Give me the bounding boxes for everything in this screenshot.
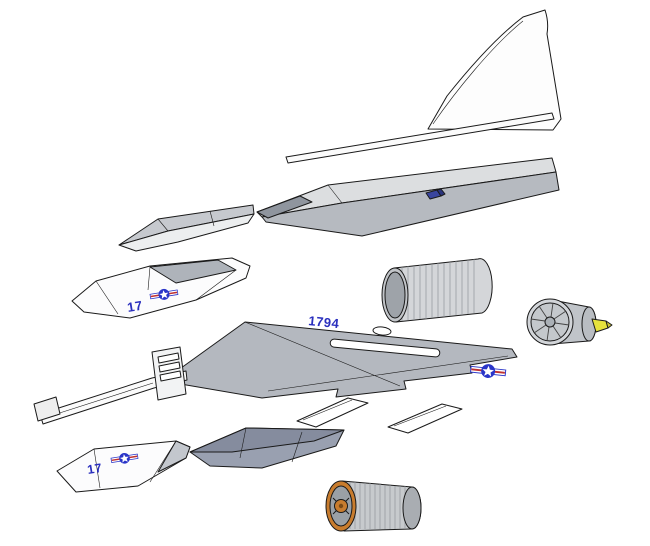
tail-boom-assembly [33,346,188,425]
spar-rod [285,112,555,164]
fan-spinner-adapter [591,318,613,333]
fuselage-top-deck [256,157,560,237]
front-bottom-hull: 17 [56,440,191,493]
boom-bracket [151,346,187,401]
fan-blades [530,302,570,342]
fan-duct-housing [381,258,493,323]
wing-number: 1794 [308,313,341,331]
brushless-motor [325,480,422,532]
vertical-stabilizer [427,9,562,131]
main-wing: 1794 [162,313,518,399]
wing-center-slot [329,338,441,358]
canopy-number: 17 [126,298,144,315]
rear-bottom-hull [189,427,345,469]
wing-hole [372,326,392,336]
deck-connector [425,188,446,200]
bottom-hull-number: 17 [86,461,103,477]
small-fin-left [296,397,369,428]
small-fin-right [387,403,463,434]
ducted-fan-unit [526,298,613,346]
motor-shaft [338,503,344,509]
canopy-hull-top: 17 [71,257,251,319]
nose-section [118,204,255,252]
